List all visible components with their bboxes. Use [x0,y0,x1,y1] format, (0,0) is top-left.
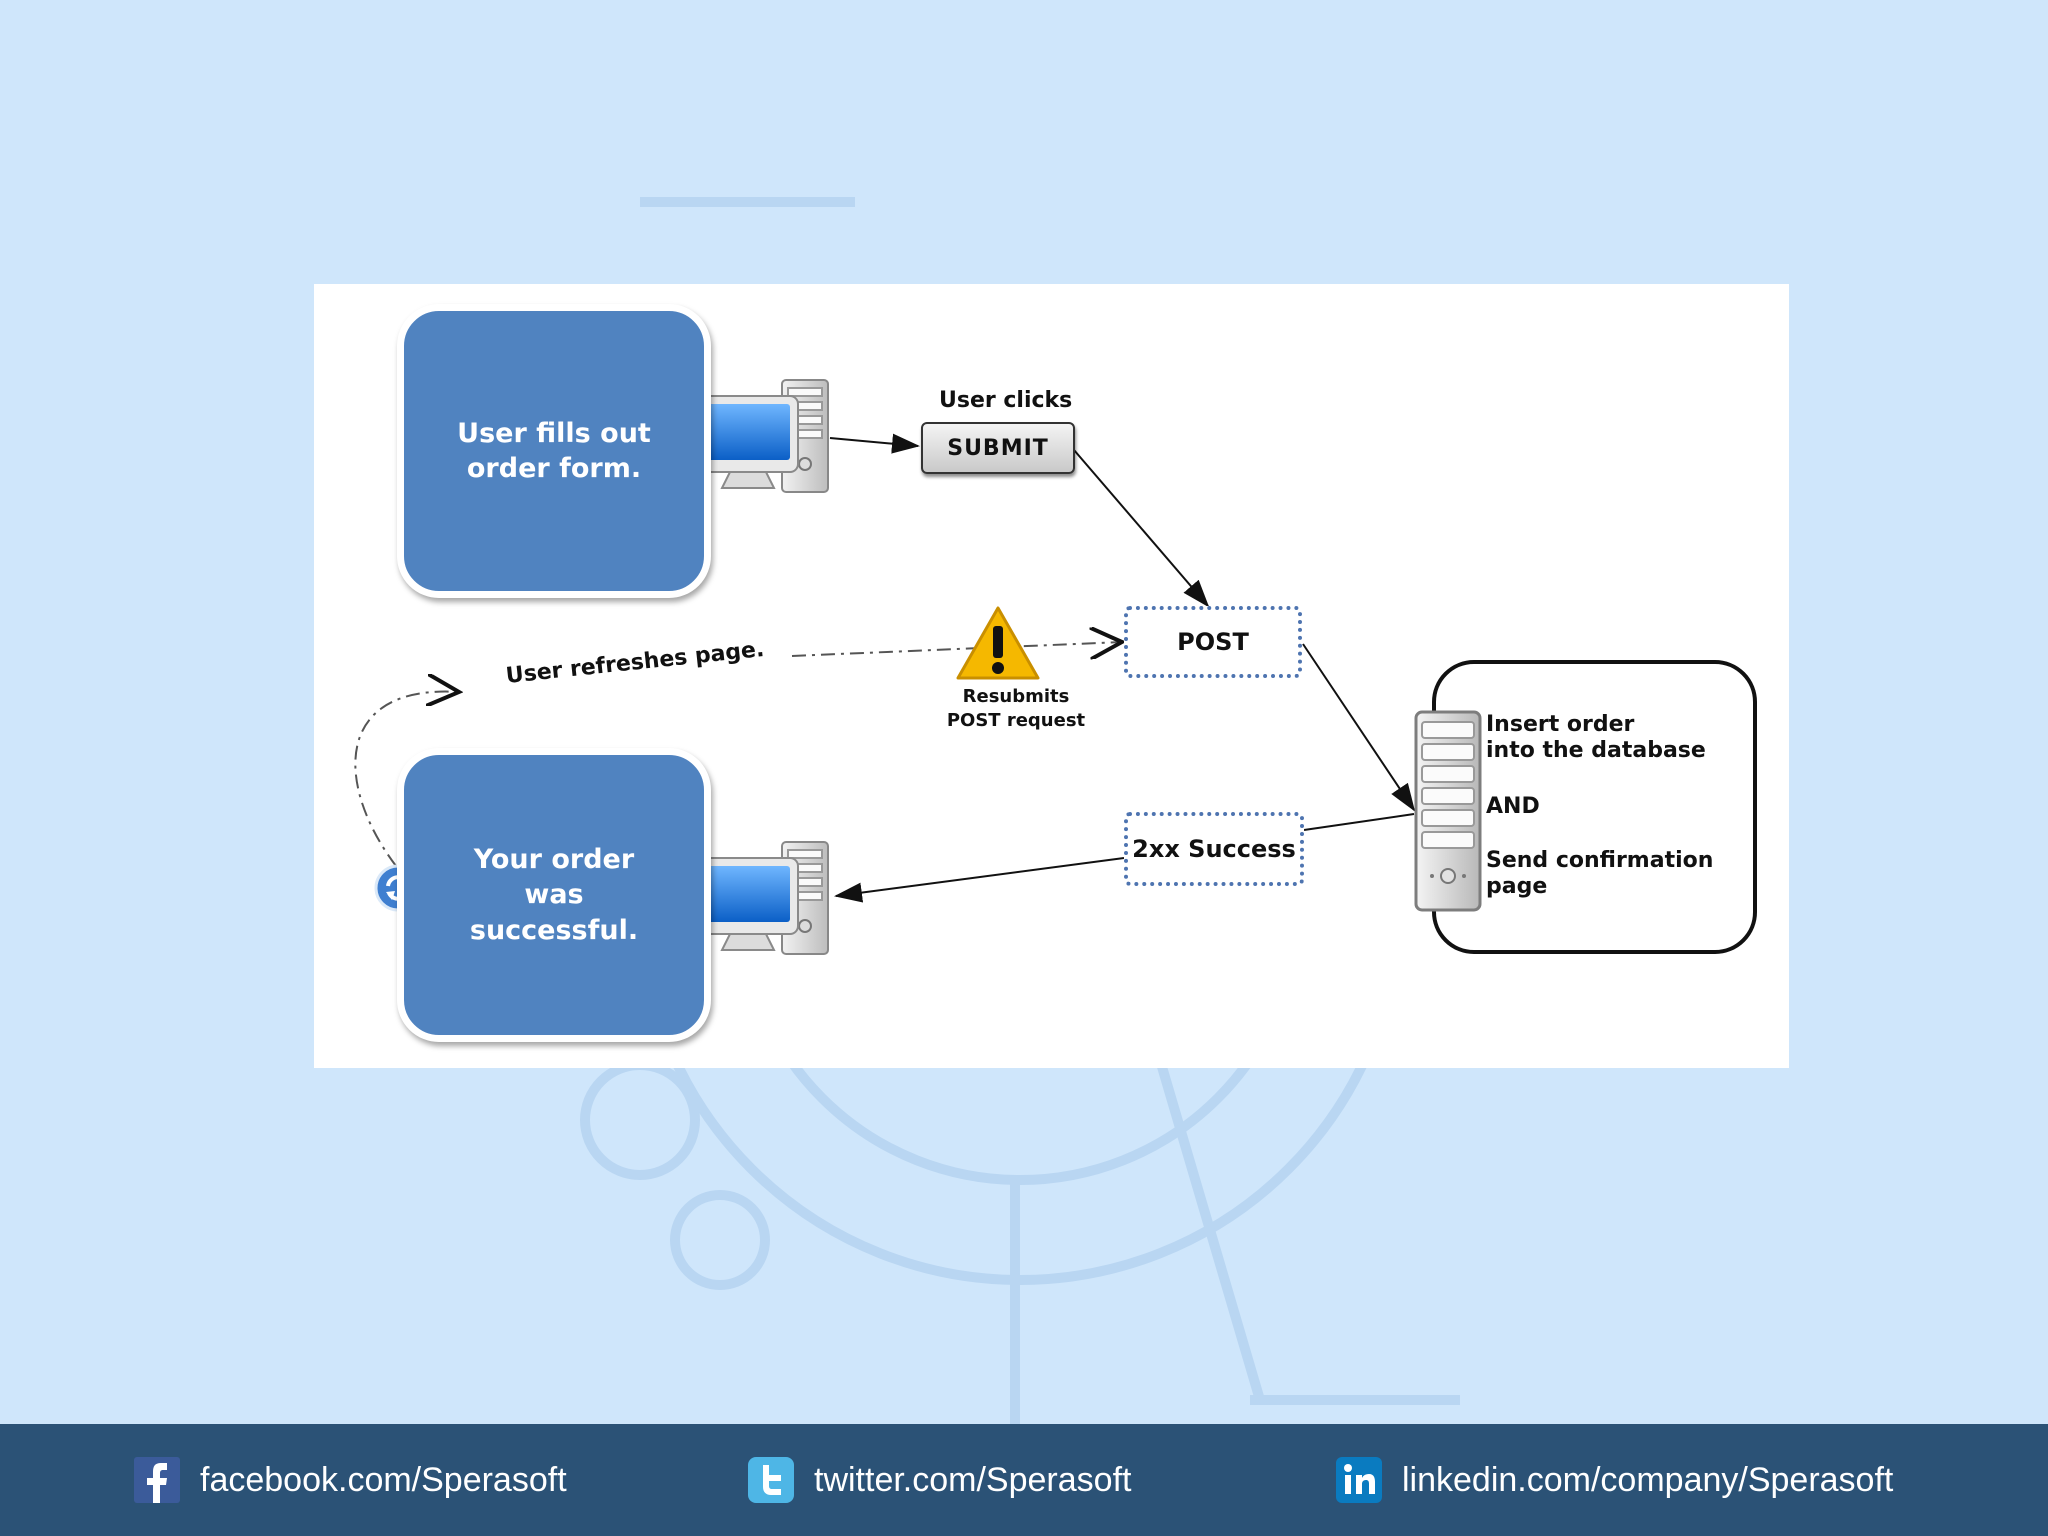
submit-button[interactable]: SUBMIT [921,422,1075,474]
arrow-success-to-computer [834,857,1125,903]
user-clicks-label: User clicks [939,388,1073,413]
social-footer: facebook.com/Sperasoft twitter.com/Spera… [0,1424,2048,1536]
twitter-icon [748,1457,794,1503]
server-text-line4: page [1486,874,1548,899]
order-form-step-text: User fills out order form. [457,417,651,484]
post-request-box: POST [1124,606,1302,678]
server-text-and: AND [1486,794,1540,819]
resubmit-label-line2: POST request [946,710,1086,731]
linkedin-icon [1336,1457,1382,1503]
arrow-post-to-server [1302,643,1416,812]
diagram-panel: User fills out order form. Your order wa… [314,284,1789,1068]
computer-icon [699,379,829,493]
facebook-link[interactable]: facebook.com/Sperasoft [134,1452,567,1508]
arrow-submit-to-post [1073,449,1210,608]
success-response-box: 2xx Success [1124,812,1304,886]
arrow-computer-to-submit [829,433,920,454]
facebook-icon [134,1457,180,1503]
server-text-line1: Insert order [1486,712,1635,737]
diagram-connectors [354,379,1416,955]
linkedin-link[interactable]: linkedin.com/company/Sperasoft [1336,1452,1893,1508]
arrow-resubmit-to-post [791,642,1122,656]
server-action-box: Insert order into the database AND Send … [1432,660,1757,954]
computer-icon [699,841,829,955]
resubmit-label-line1: Resubmits [962,686,1070,707]
line-server-to-success [1303,813,1415,831]
twitter-link[interactable]: twitter.com/Sperasoft [748,1452,1131,1508]
facebook-link-text: facebook.com/Sperasoft [200,1460,567,1499]
twitter-link-text: twitter.com/Sperasoft [814,1460,1132,1499]
linkedin-link-text: linkedin.com/company/Sperasoft [1402,1460,1894,1499]
order-success-step-text: Your order was successful. [469,844,639,946]
refresh-curve-arrow [354,692,459,867]
server-text-line2: into the database [1486,738,1706,763]
server-icon [1414,710,1482,912]
warning-icon [956,606,1040,680]
server-text-line3: Send confirmation [1486,848,1714,873]
order-success-step: Your order was successful. [397,748,711,1042]
order-form-step: User fills out order form. [397,304,711,598]
